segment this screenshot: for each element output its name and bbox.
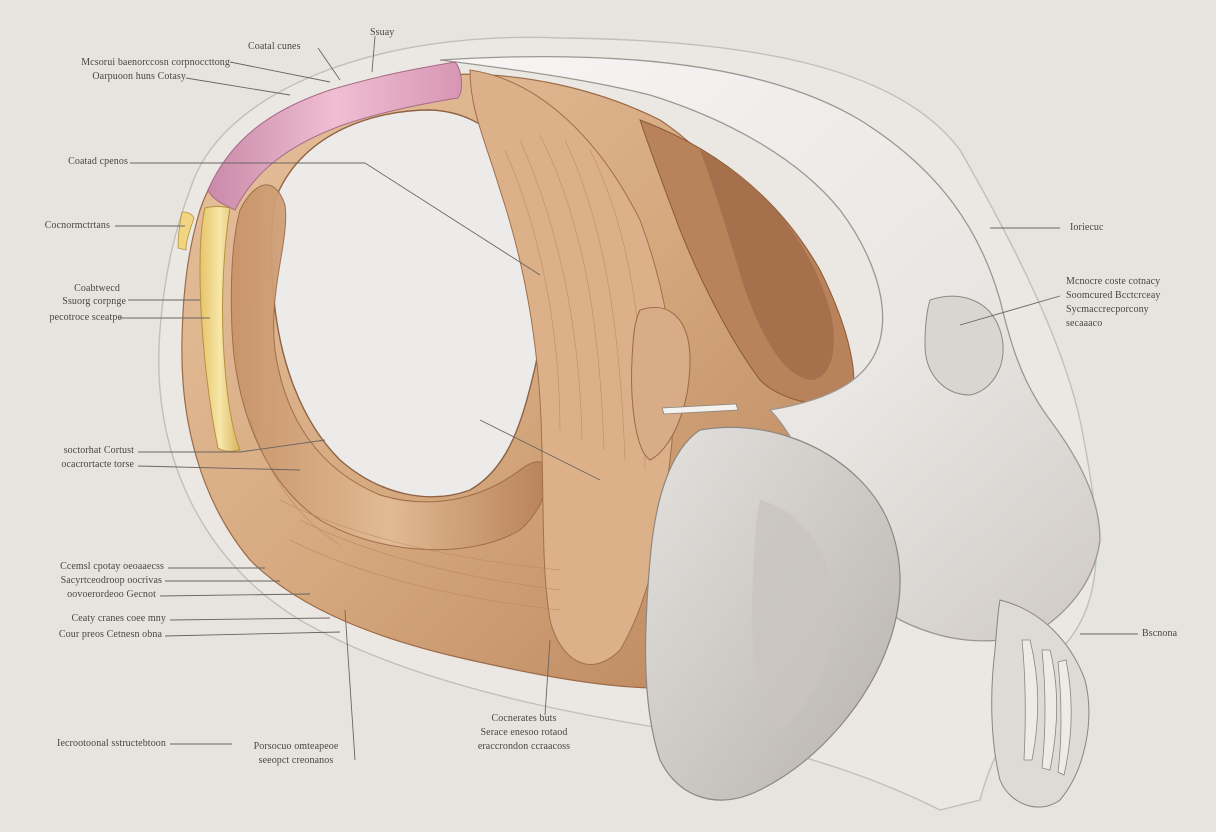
label-bottom-1: Iecrootoonal sstructebtoon: [57, 738, 166, 749]
eye-socket: [924, 295, 1004, 396]
label-right-3: Bscnona: [1142, 628, 1178, 639]
label-lower-left-5: Cour preos Cetnesn obna: [58, 629, 162, 640]
label-right-2b: Soomcured Bcctcrceay: [1066, 290, 1161, 301]
label-bottom-3c: eraccrondon ccraacoss: [477, 741, 571, 752]
label-right-2a: Mcnocre coste cotnacy: [1066, 276, 1161, 287]
label-left-3a: Coabtwecd: [74, 283, 120, 294]
label-left-3b: Ssuorg corpnge: [62, 296, 126, 307]
inner-lobe: [631, 307, 691, 461]
inner-muscle-band: [230, 184, 549, 551]
label-right-1: Ioriecuc: [1070, 222, 1104, 233]
label-top-left-1: Mcsorui baenorccosn corpnoccttong: [81, 57, 230, 68]
label-top-center: Coatal cunes: [248, 41, 301, 52]
label-lower-left-1: Ccemsl cpotay oeoaaecss: [60, 561, 164, 572]
inner-opening: [270, 109, 546, 498]
label-right-2d: secaaaco: [1066, 318, 1103, 329]
label-lower-left-3: oovoerordeoo Gecnot: [67, 589, 156, 600]
mandible-fold: [751, 500, 836, 730]
label-left-2: Cocnormctrtans: [44, 220, 110, 231]
label-right-2c: Sycmaccrecporcony: [1066, 304, 1149, 315]
label-bottom-2b: seeopct creonanos: [258, 755, 334, 766]
label-left-3c: pecotroce sceatpe: [49, 312, 122, 323]
label-top-left-2: Oarpuoon huns Cotasy: [92, 71, 186, 82]
pink-cartilage: [207, 61, 463, 211]
label-bottom-2a: Porsocuo omteapeoe: [253, 741, 339, 752]
label-lower-left-2: Sacyrtceodroop oocrivas: [60, 575, 162, 586]
deep-muscle-inner: [700, 150, 834, 380]
label-mid-left-1: soctorhat Cortust: [63, 445, 134, 456]
yellow-cartilage: [199, 206, 241, 452]
label-bottom-3a: Cocnerates buts: [491, 713, 557, 724]
probe: [661, 403, 739, 415]
leader-lines: [115, 35, 1138, 761]
central-muscle: [469, 69, 675, 665]
label-left-1: Coatad cpenos: [68, 156, 128, 167]
teeth: [1021, 639, 1072, 776]
label-lower-left-4: Ceaty cranes coee mny: [71, 613, 166, 624]
label-bottom-3b: Serace enesoo rotaod: [480, 727, 568, 738]
label-top-right-small: Ssuay: [370, 27, 395, 38]
label-mid-left-2: ocacrortacte torse: [61, 459, 134, 470]
small-yellow-strip: [177, 211, 195, 251]
skull-bone: [439, 56, 1101, 642]
